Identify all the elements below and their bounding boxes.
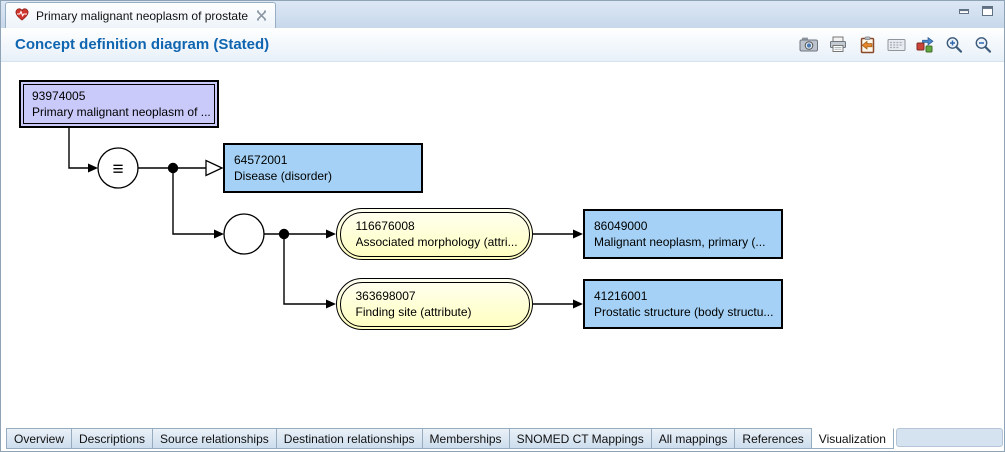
diagram-canvas: ≡ 93974005 Primary malignant neoplasm of… xyxy=(1,62,1004,428)
tab-descriptions[interactable]: Descriptions xyxy=(72,428,154,449)
close-icon[interactable] xyxy=(256,10,267,21)
attribute-node[interactable]: 116676008 Associated morphology (attri..… xyxy=(336,208,533,260)
arrowhead xyxy=(326,229,336,239)
arrowhead xyxy=(573,299,583,309)
print-icon[interactable] xyxy=(827,35,849,55)
tab-overview[interactable]: Overview xyxy=(6,428,73,449)
arrowhead xyxy=(573,229,583,239)
attribute-node[interactable]: 363698007 Finding site (attribute) xyxy=(336,278,533,330)
maximize-icon[interactable] xyxy=(981,4,994,22)
attribute-id: 116676008 xyxy=(355,219,415,233)
zoom-in-icon[interactable] xyxy=(943,35,965,55)
isa-hollow-arrowhead xyxy=(205,159,224,177)
properties-icon[interactable] xyxy=(885,35,907,55)
tab-all-mappings[interactable]: All mappings xyxy=(651,428,736,449)
bottom-tab-bar: Overview Descriptions Source relationshi… xyxy=(1,428,1004,449)
view-header: Concept definition diagram (Stated) xyxy=(1,28,1004,62)
svg-text:≡: ≡ xyxy=(112,159,123,180)
heart-ecg-icon xyxy=(14,6,30,25)
tab-snomed-ct-mappings[interactable]: SNOMED CT Mappings xyxy=(509,428,652,449)
tab-bar-filler xyxy=(895,428,1003,447)
concept-node-target[interactable]: 41216001 Prostatic structure (body struc… xyxy=(583,279,783,329)
arrowhead xyxy=(214,229,224,239)
conjunction-dot xyxy=(167,162,179,174)
tab-destination-relationships[interactable]: Destination relationships xyxy=(276,428,423,449)
export-diagram-icon[interactable] xyxy=(914,35,936,55)
view-window-buttons xyxy=(958,4,1004,28)
bottom-strip xyxy=(1,449,1004,451)
tab-memberships[interactable]: Memberships xyxy=(422,428,510,449)
diagram-connectors: ≡ xyxy=(68,128,583,309)
diagram-toolbar xyxy=(798,35,994,55)
concept-id: 93974005 xyxy=(32,89,86,103)
minimize-icon[interactable] xyxy=(958,4,971,22)
concept-label: Primary malignant neoplasm of ... xyxy=(32,105,211,119)
copy-to-clipboard-icon[interactable] xyxy=(856,35,878,55)
concept-id: 86049000 xyxy=(594,219,648,233)
equivalence-node[interactable]: ≡ xyxy=(97,147,139,189)
attribute-label: Finding site (attribute) xyxy=(355,305,472,319)
concept-id: 64572001 xyxy=(234,153,288,167)
concept-label: Malignant neoplasm, primary (... xyxy=(594,235,766,249)
tab-source-relationships[interactable]: Source relationships xyxy=(153,428,277,449)
concept-node-target[interactable]: 86049000 Malignant neoplasm, primary (..… xyxy=(583,209,783,259)
tab-visualization[interactable]: Visualization xyxy=(811,428,894,449)
attribute-id: 363698007 xyxy=(355,289,416,303)
editor-tab-title: Primary malignant neoplasm of prostate xyxy=(36,8,249,23)
editor-tab-bar: Primary malignant neoplasm of prostate xyxy=(1,1,1004,28)
attribute-group-node[interactable] xyxy=(223,213,265,255)
conjunction-dot xyxy=(278,228,290,240)
concept-id: 41216001 xyxy=(594,289,648,303)
concept-node-parent[interactable]: 64572001 Disease (disorder) xyxy=(223,143,423,193)
attribute-label: Associated morphology (attri... xyxy=(355,235,518,249)
tab-references[interactable]: References xyxy=(735,428,812,449)
page-title: Concept definition diagram (Stated) xyxy=(15,36,270,53)
concept-label: Disease (disorder) xyxy=(234,169,333,183)
concept-node-focus[interactable]: 93974005 Primary malignant neoplasm of .… xyxy=(19,80,219,128)
concept-label: Prostatic structure (body structu... xyxy=(594,305,774,319)
zoom-out-icon[interactable] xyxy=(972,35,994,55)
arrowhead xyxy=(88,163,98,173)
editor-tab[interactable]: Primary malignant neoplasm of prostate xyxy=(5,2,277,28)
export-image-icon[interactable] xyxy=(798,35,820,55)
arrowhead xyxy=(326,299,336,309)
